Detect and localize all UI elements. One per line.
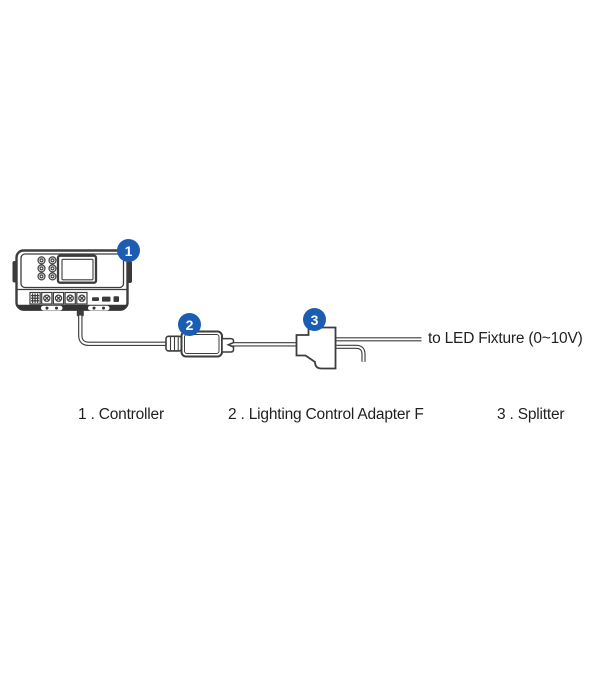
adapter-ribbed-plug	[165, 335, 183, 352]
adapter-clip-connector	[221, 337, 235, 353]
cable-splitter-branch-down	[330, 344, 366, 362]
controller-cable-gland	[76, 310, 84, 317]
legend-item-adapter: 2 . Lighting Control Adapter F	[228, 406, 424, 423]
legend-item-controller: 1 . Controller	[78, 406, 164, 423]
controller-buttons	[37, 256, 57, 281]
controller-display	[56, 254, 98, 284]
legend-item-splitter: 3 . Splitter	[497, 406, 565, 423]
step-3-number: 3	[310, 311, 319, 328]
step-1-number: 1	[124, 242, 133, 259]
led-fixture-output-label: to LED Fixture (0~10V)	[428, 330, 583, 347]
controller-top-face	[20, 253, 125, 289]
step-2-number: 2	[185, 316, 194, 333]
splitter-illustration	[295, 326, 337, 370]
controller-illustration	[12, 249, 132, 317]
controller-bottom-band	[18, 304, 126, 317]
step-2-badge: 2	[178, 313, 201, 336]
lighting-control-adapter-illustration	[165, 330, 235, 358]
adapter-body	[180, 330, 223, 358]
step-1-badge: 1	[117, 239, 140, 262]
controller-slots	[92, 296, 119, 302]
cable-controller-to-adapter	[78, 315, 172, 346]
step-3-badge: 3	[303, 308, 326, 331]
controller-ports	[29, 291, 88, 305]
